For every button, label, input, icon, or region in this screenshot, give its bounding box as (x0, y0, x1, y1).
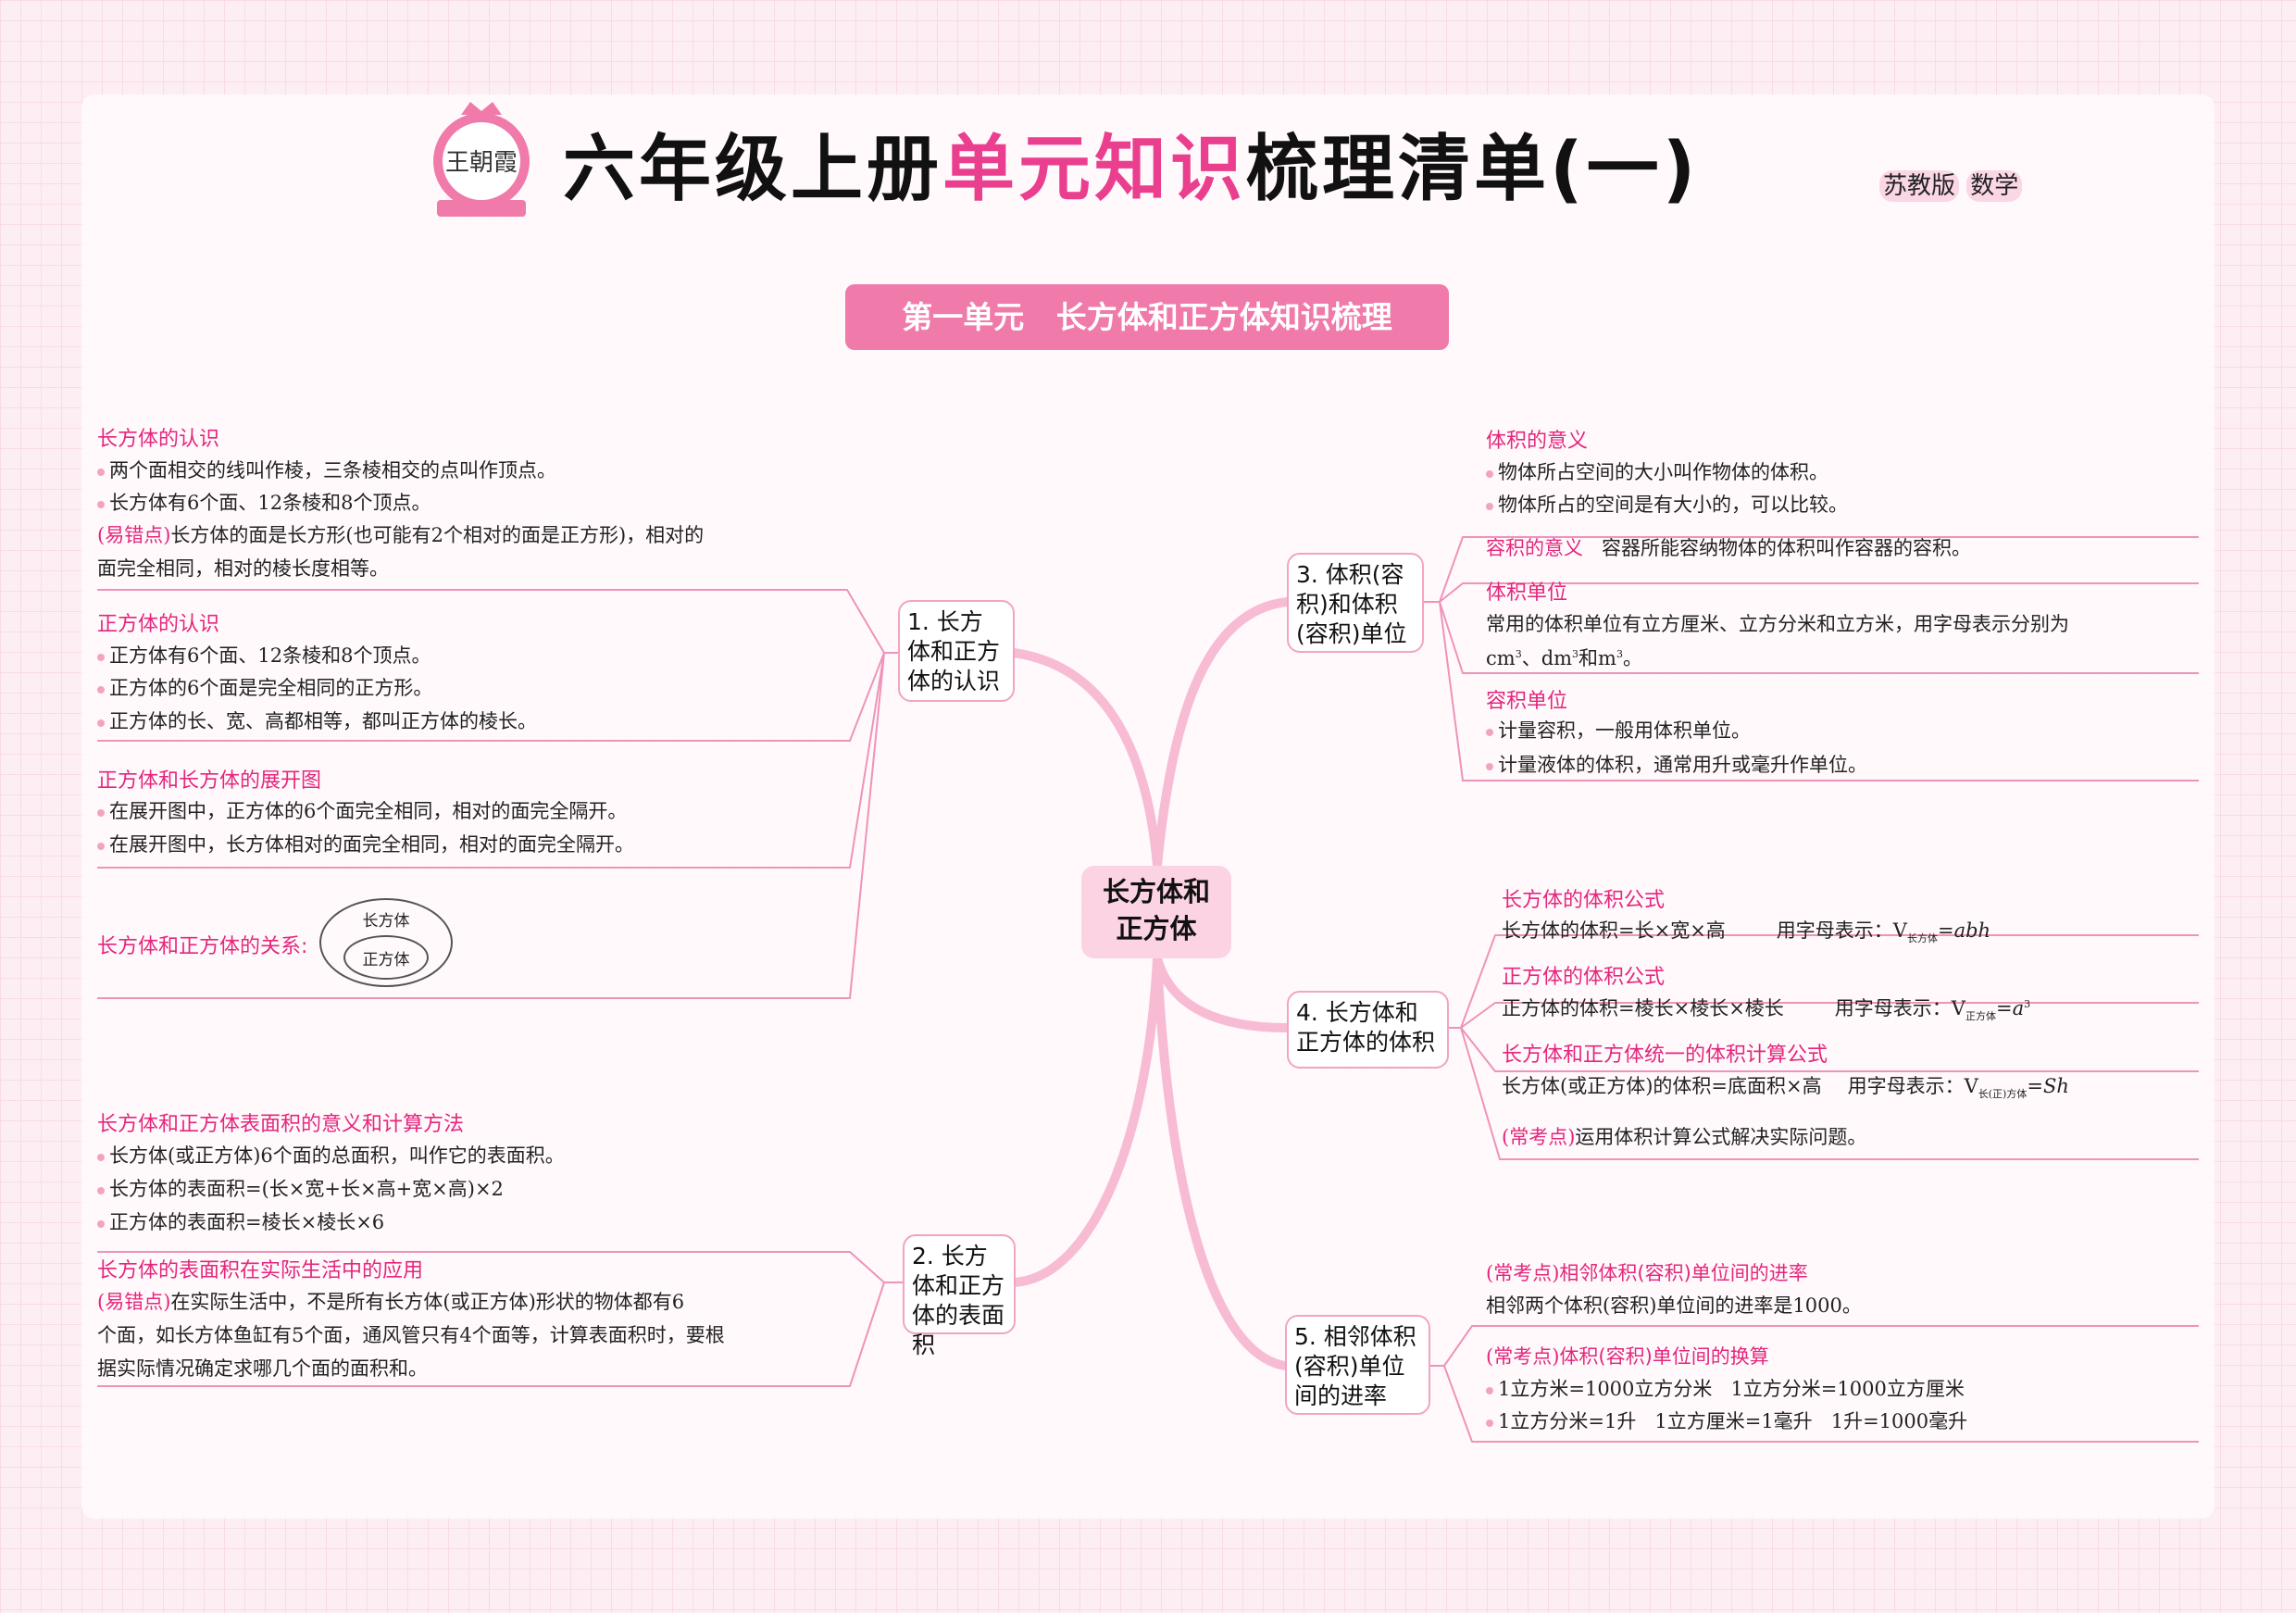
section-heading: 长方体的体积公式 (1502, 889, 1666, 912)
unit-banner: 第一单元 长方体和正方体知识梳理 (845, 284, 1449, 350)
relation-diagram-outer: 长方体 正方体 (319, 898, 453, 987)
bullet-text: 正方体有6个面、12条棱和8个顶点。 (97, 641, 430, 669)
section-heading: 容积单位 (1486, 690, 1568, 713)
branch-node-4: 4. 长方体和正方体的体积 (1287, 991, 1449, 1069)
branch-node-1: 1. 长方体和正方体的认识 (898, 600, 1015, 702)
formula-line: 长方体的体积=长×宽×高用字母表示：V长方体=abh (1502, 919, 1991, 945)
section-heading: (常考点)体积(容积)单位间的换算 (1486, 1345, 1769, 1368)
unit-symbols: cm3、dm3和m3。 (1486, 647, 1642, 669)
branch-node-5: 5. 相邻体积(容积)单位间的进率 (1285, 1315, 1430, 1415)
bullet-text: 计量液体的体积，通常用升或毫升作单位。 (1486, 750, 1867, 778)
note-text: (常考点)运用体积计算公式解决实际问题。 (1502, 1126, 1867, 1148)
section-heading: 长方体和正方体统一的体积计算公式 (1502, 1044, 1828, 1067)
bullet-text: 正方体的表面积=棱长×棱长×6 (97, 1207, 384, 1235)
section-heading: 体积的意义 (1486, 430, 1589, 453)
section-heading: 正方体的认识 (97, 613, 220, 636)
edition-label: 苏教版 数学 (1879, 167, 2023, 202)
section-heading: 长方体和正方体表面积的意义和计算方法 (97, 1113, 465, 1136)
brand-logo: 王朝霞 (424, 96, 539, 222)
section-heading: 正方体和长方体的展开图 (97, 769, 322, 793)
center-node: 长方体和正方体 (1081, 866, 1231, 958)
branch-node-2: 2. 长方体和正方体的表面积 (903, 1234, 1016, 1358)
note-text: 据实际情况确定求哪几个面的面积和。 (97, 1357, 428, 1380)
relation-diagram-inner: 正方体 (343, 935, 429, 980)
bullet-text: 两个面相交的线叫作棱，三条棱相交的点叫作顶点。 (97, 456, 556, 483)
bullet-text: 长方体(或正方体)6个面的总面积，叫作它的表面积。 (97, 1141, 565, 1169)
svg-text:王朝霞: 王朝霞 (445, 149, 518, 177)
formula-line: 正方体的体积=棱长×棱长×棱长用字母表示：V正方体=a3 (1502, 997, 2031, 1023)
bullet-text: 正方体的长、宽、高都相等，都叫正方体的棱长。 (97, 706, 537, 734)
bullet-text: 在展开图中，长方体相对的面完全相同，相对的面完全隔开。 (97, 830, 634, 857)
section-heading: 长方体的认识 (97, 428, 220, 451)
note-text: 面完全相同，相对的棱长度相等。 (97, 557, 389, 580)
note-text: 个面，如长方体鱼缸有5个面，通风管只有4个面等，计算表面积时，要根 (97, 1324, 725, 1346)
branch-node-3: 3. 体积(容积)和体积(容积)单位 (1287, 553, 1424, 653)
formula-line: 长方体(或正方体)的体积=底面积×高用字母表示：V长(正)方体=Sh (1502, 1075, 2069, 1101)
definition-line: 容积的意义 容器所能容纳物体的体积叫作容器的容积。 (1486, 537, 1972, 559)
section-heading: 正方体的体积公式 (1502, 966, 1666, 989)
body-text: 常用的体积单位有立方厘米、立方分米和立方米，用字母表示分别为 (1486, 613, 2069, 635)
section-heading: 长方体的表面积在实际生活中的应用 (97, 1259, 424, 1282)
bullet-text: 1立方分米=1升 1立方厘米=1毫升 1升=1000毫升 (1486, 1407, 1967, 1434)
section-heading: 长方体和正方体的关系: (97, 935, 308, 958)
note-text: (易错点)长方体的面是长方形(也可能有2个相对的面是正方形)，相对的 (97, 524, 705, 546)
section-heading: 体积单位 (1486, 581, 1568, 605)
bullet-text: 物体所占空间的大小叫作物体的体积。 (1486, 457, 1828, 485)
note-text: (易错点)在实际生活中，不是所有长方体(或正方体)形状的物体都有6 (97, 1291, 685, 1313)
page-title: 六年级上册单元知识梳理清单(一) (563, 128, 1700, 211)
bullet-text: 长方体的表面积=(长×宽+长×高+宽×高)×2 (97, 1174, 504, 1202)
bullet-text: 1立方米=1000立方分米 1立方分米=1000立方厘米 (1486, 1374, 1965, 1402)
bullet-text: 物体所占的空间是有大小的，可以比较。 (1486, 490, 1848, 518)
bullet-text: 长方体有6个面、12条棱和8个顶点。 (97, 488, 430, 516)
bullet-text: 计量容积，一般用体积单位。 (1486, 716, 1751, 744)
section-heading: (常考点)相邻体积(容积)单位间的进率 (1486, 1262, 1808, 1284)
bullet-text: 在展开图中，正方体的6个面完全相同，相对的面完全隔开。 (97, 796, 627, 824)
error-prone-tag: (易错点) (97, 524, 171, 546)
bullet-text: 正方体的6个面是完全相同的正方形。 (97, 673, 432, 701)
body-text: 相邻两个体积(容积)单位间的进率是1000。 (1486, 1294, 1862, 1317)
